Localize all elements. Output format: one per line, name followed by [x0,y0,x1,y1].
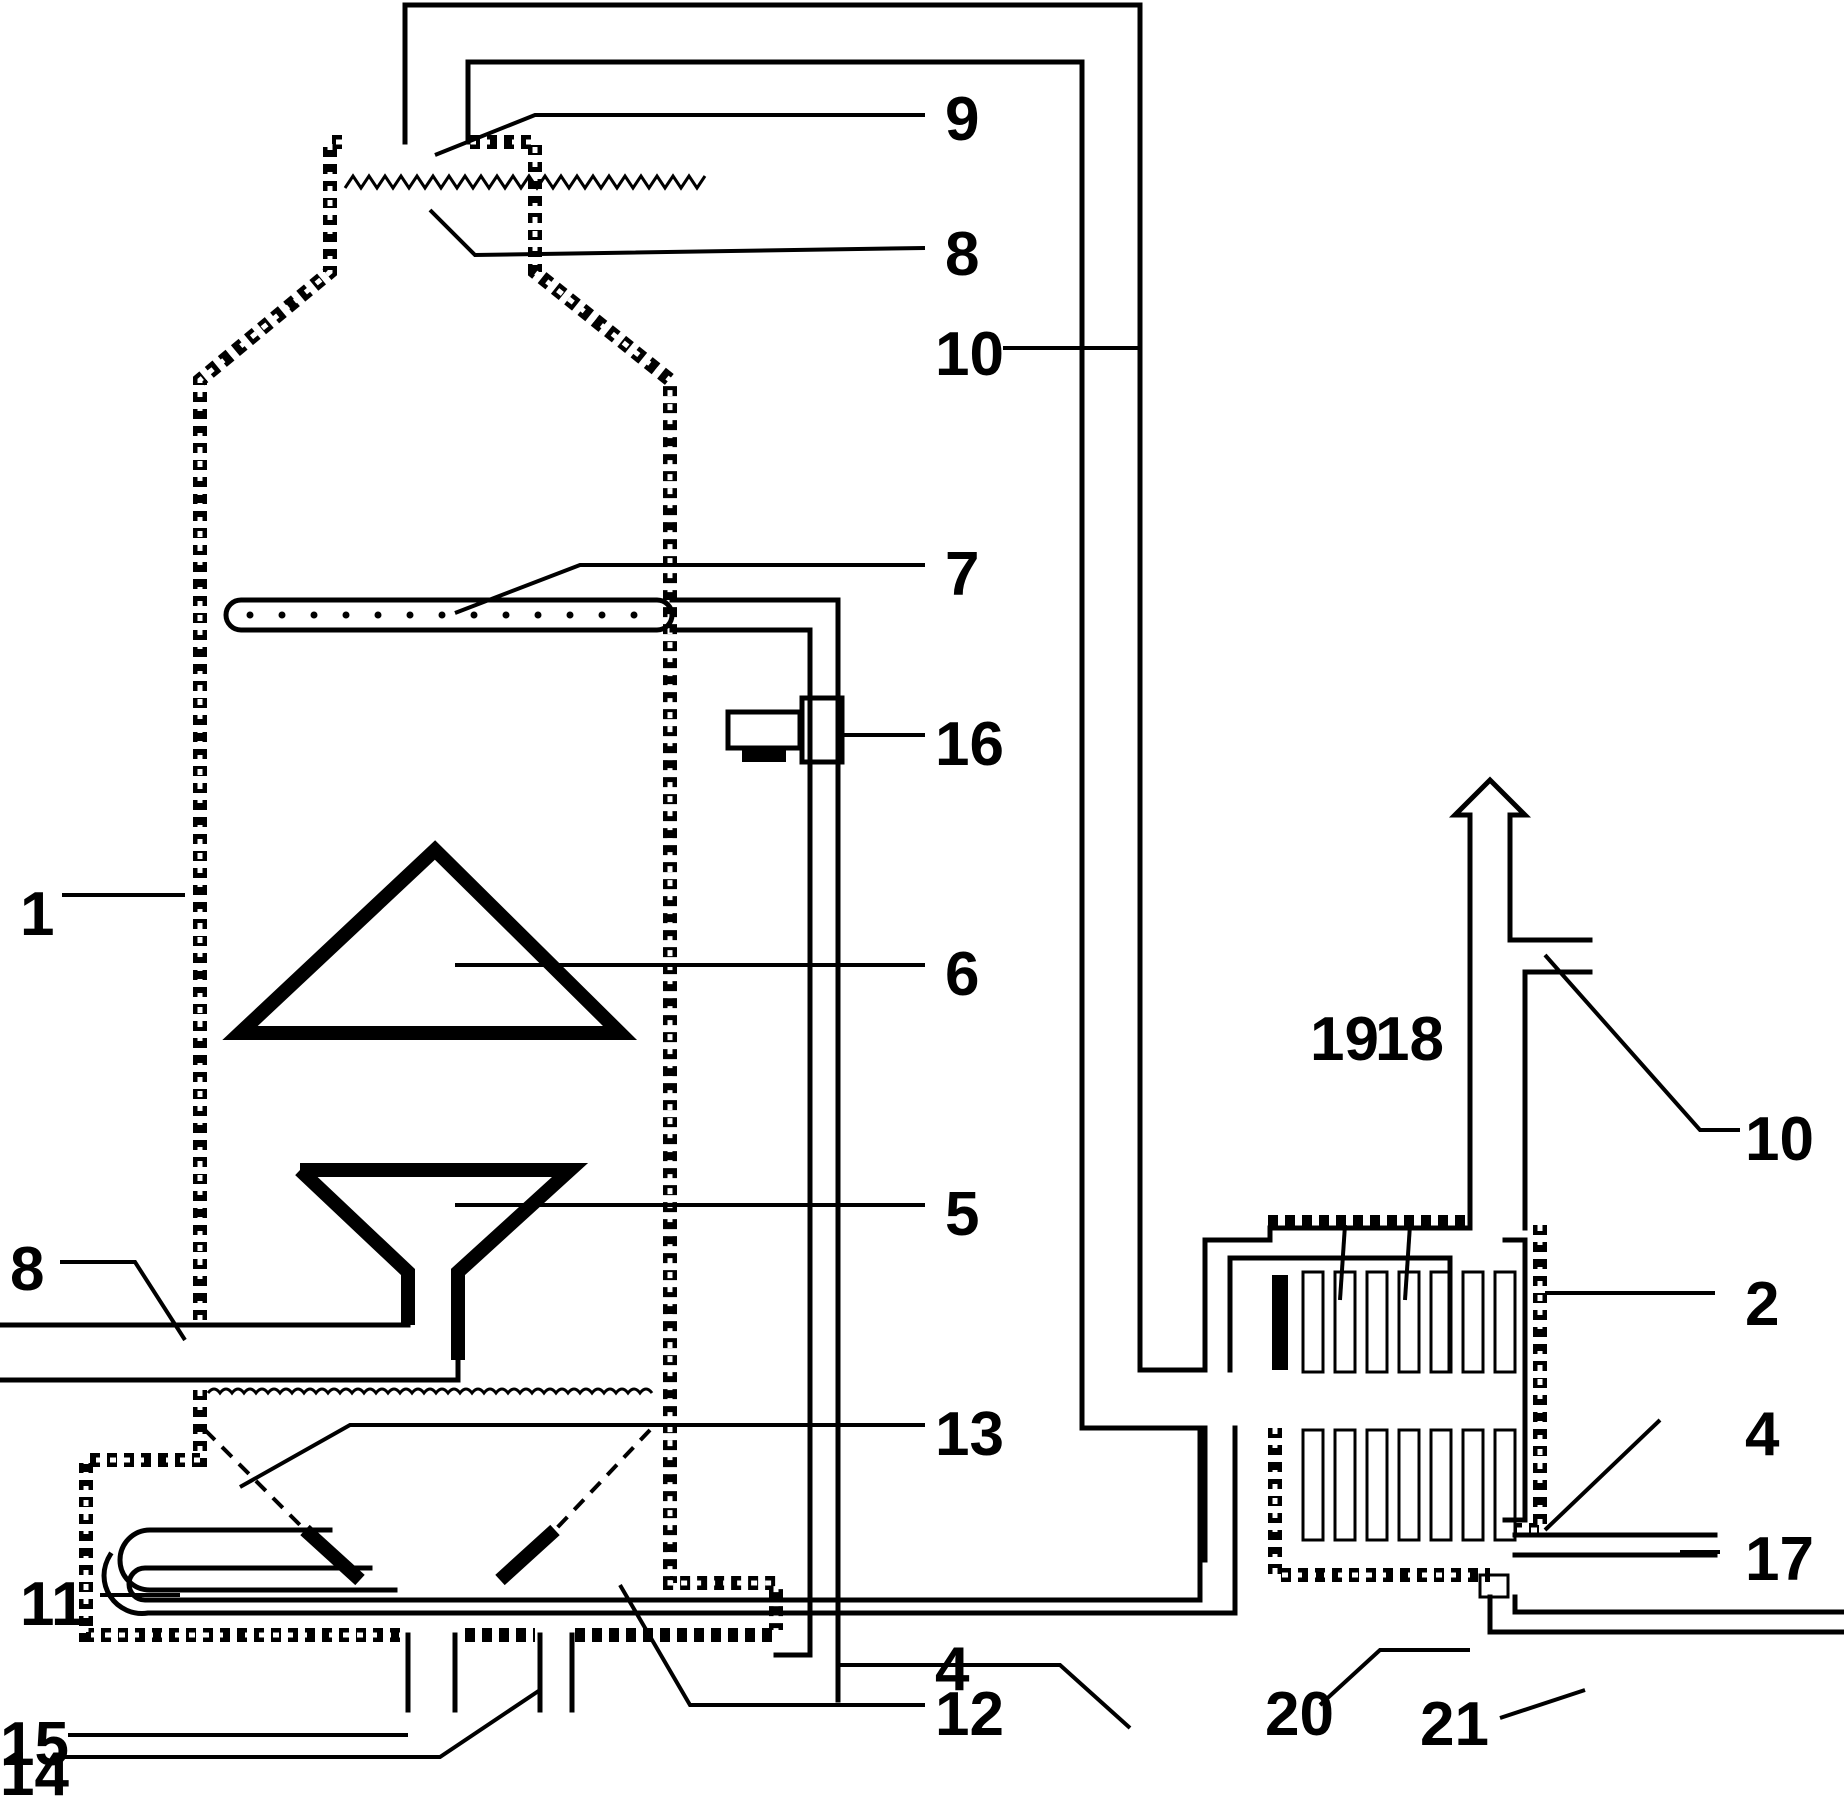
label-1: 1 [20,880,54,949]
spray-holes [246,611,638,619]
hopper [203,1428,652,1586]
spray-pipe [223,597,841,1703]
pump [725,695,845,765]
inlet-funnel [0,1163,589,1383]
label-17: 17 [1745,1525,1814,1594]
tower-wall [79,135,783,1642]
filter-screen [206,1387,654,1396]
heat-exchanger [1202,776,1844,1635]
leader-lines [60,113,1740,1759]
label-18: 18 [1375,1005,1444,1074]
label-4-right: 4 [1745,1400,1780,1469]
heating-coil [101,1425,1238,1616]
label-15: 15 [0,1710,69,1779]
label-5: 5 [945,1180,979,1249]
label-8-top: 8 [945,220,979,289]
label-7: 7 [945,540,979,609]
label-8-left: 8 [10,1235,44,1304]
label-13: 13 [935,1400,1004,1469]
label-21: 21 [1420,1690,1489,1759]
label-2: 2 [1745,1270,1779,1339]
fins-lower [1301,1428,1517,1542]
label-4-mid: 4 [935,1635,970,1704]
label-6: 6 [945,940,979,1009]
demister-mesh [343,173,707,191]
label-19: 19 [1310,1005,1379,1074]
bottom-outlets [405,1632,575,1713]
label-10-top: 10 [935,320,1004,389]
label-11: 11 [20,1570,86,1639]
fins-upper [1301,1270,1517,1374]
baffle-cone [222,840,638,1040]
label-14: 14 [0,1740,69,1800]
labels: 9 8 10 7 16 1 6 5 8 19 18 10 2 13 4 11 4… [0,85,1814,1800]
label-10-right: 10 [1745,1105,1814,1174]
label-20: 20 [1265,1680,1334,1749]
label-9: 9 [945,85,979,154]
label-12: 12 [935,1680,1004,1749]
label-16-top: 16 [935,710,1004,779]
gas-pipe [402,2,1208,1431]
